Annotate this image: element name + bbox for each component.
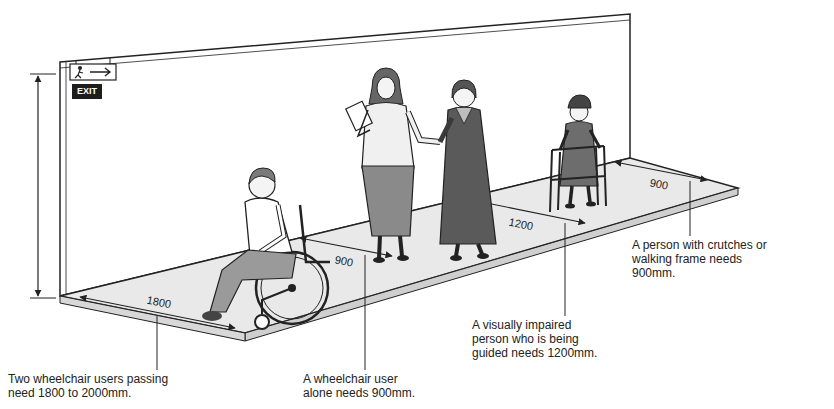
exit-sign-pictogram-part (78, 66, 82, 70)
standing-guide-part (408, 112, 440, 142)
leader-lines-part (157, 316, 158, 370)
height-dimension (30, 74, 56, 298)
wheelchair-user (202, 168, 330, 329)
visually-impaired-person-part (452, 80, 476, 98)
height-dimension-part (30, 74, 56, 75)
wheelchair-user-part (210, 250, 296, 312)
standing-guide-part (400, 236, 402, 256)
wheelchair-user-part (255, 315, 269, 329)
exit-sign: EXIT (72, 84, 102, 99)
visually-impaired-person-part (456, 244, 458, 256)
wheelchair-user-part (245, 198, 292, 256)
sign-text: EXIT (77, 86, 97, 97)
height-dimension-part (30, 298, 56, 299)
visually-impaired-person-part (456, 108, 472, 124)
leader-lines-part (365, 255, 366, 370)
exit-sign-pictogram-part (90, 68, 110, 76)
exit-sign-pictogram-part (110, 58, 111, 64)
walking-frame-user-part (550, 146, 606, 212)
standing-guide-part (408, 112, 440, 142)
wheelchair-user-part (202, 311, 222, 321)
exit-sign-pictogram-part (70, 64, 116, 80)
walking-frame-user-part (588, 186, 590, 202)
walking-frame-user (550, 95, 606, 212)
leader-lines-part (690, 181, 691, 236)
dimension-arrows (80, 162, 707, 328)
standing-guide-part (358, 110, 370, 136)
corridor-wall-part (66, 62, 67, 294)
standing-guide-part (362, 103, 414, 169)
wheelchair-user-part (249, 168, 275, 184)
caption-note: A visually impaired person who is being … (472, 318, 607, 360)
walking-frame-user-part (565, 204, 575, 209)
walking-frame-user-part (568, 95, 591, 108)
caption-note: A person with crutches or walking frame … (632, 238, 774, 280)
standing-guide-part (369, 68, 403, 104)
leader-lines (157, 181, 690, 370)
visually-impaired-person-part (440, 107, 496, 244)
standing-guide-part (373, 257, 385, 263)
height-dimension-part (37, 76, 38, 296)
caption-note: A wheelchair user alone needs 900mm. (303, 372, 428, 400)
visually-impaired-person-part (440, 118, 452, 142)
standing-guide-part (397, 255, 409, 261)
standing-guide-part (377, 77, 395, 99)
visually-impaired-person-part (450, 255, 462, 261)
walking-frame-user-part (586, 202, 596, 207)
visually-impaired-person-part (477, 253, 489, 259)
standing-guide-part (346, 101, 372, 130)
exit-sign-pictogram (70, 58, 116, 80)
caption-note: Two wheelchair users passing need 1800 t… (8, 372, 198, 400)
exit-sign-pictogram-part (76, 60, 77, 64)
standing-guide-part (362, 166, 414, 236)
wheelchair-user-part (262, 288, 292, 314)
exit-sign-pictogram-part (75, 70, 83, 78)
visually-impaired-person-part (478, 244, 482, 254)
leader-lines-part (565, 223, 566, 316)
visually-impaired-person (440, 80, 496, 261)
wheelchair-user-part (260, 205, 284, 252)
wheelchair-user-part (260, 205, 284, 252)
corridor-wall-part (60, 20, 630, 68)
standing-guide-part (379, 236, 380, 258)
walking-frame-user-part (570, 186, 572, 204)
standing-guide (346, 68, 440, 263)
